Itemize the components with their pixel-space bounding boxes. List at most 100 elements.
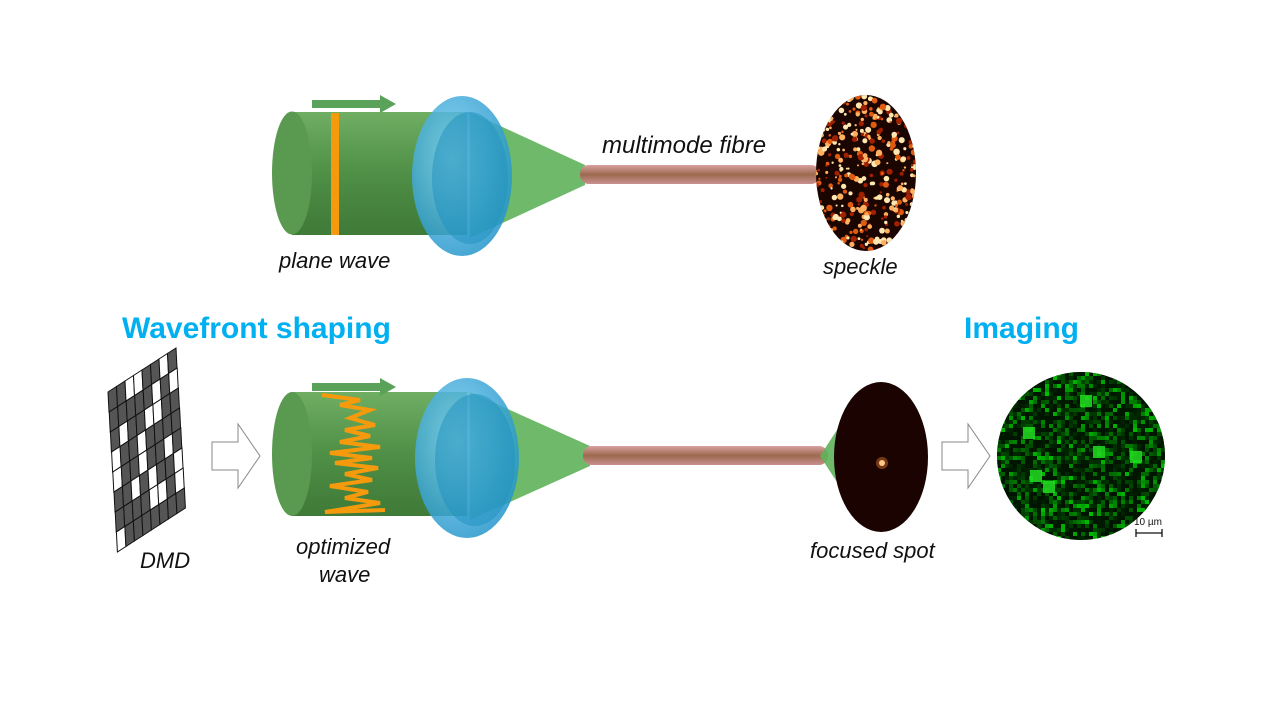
image-pixel xyxy=(1153,508,1157,512)
image-pixel xyxy=(1109,528,1113,532)
speckle-grain xyxy=(913,127,916,132)
speckle-grain xyxy=(882,205,886,210)
image-pixel xyxy=(1125,532,1129,536)
image-pixel xyxy=(1001,412,1005,416)
image-pixel xyxy=(1113,448,1117,452)
image-pixel xyxy=(1045,520,1049,524)
image-pixel xyxy=(1097,388,1101,392)
speckle-grain xyxy=(884,228,890,234)
image-pixel xyxy=(1061,488,1065,492)
image-pixel xyxy=(1157,496,1161,500)
image-pixel xyxy=(1089,424,1093,428)
image-pixel xyxy=(1069,424,1073,428)
image-pixel xyxy=(1037,460,1041,464)
image-pixel xyxy=(1037,508,1041,512)
image-pixel xyxy=(1121,404,1125,408)
image-pixel xyxy=(1157,468,1161,472)
image-pixel xyxy=(1073,380,1077,384)
image-pixel xyxy=(1045,428,1049,432)
image-pixel xyxy=(1057,516,1061,520)
image-pixel xyxy=(1069,492,1073,496)
image-pixel xyxy=(1049,380,1053,384)
image-pixel xyxy=(1073,456,1077,460)
image-pixel xyxy=(1117,528,1121,532)
image-pixel xyxy=(1053,388,1057,392)
image-pixel xyxy=(1013,476,1017,480)
image-pixel xyxy=(1161,448,1165,452)
image-pixel xyxy=(1149,496,1153,500)
image-pixel xyxy=(1037,424,1041,428)
image-pixel xyxy=(1129,500,1133,504)
image-pixel xyxy=(1105,440,1109,444)
image-pixel xyxy=(1005,476,1009,480)
image-pixel xyxy=(1009,508,1013,512)
image-pixel xyxy=(1013,384,1017,388)
image-pixel xyxy=(1017,516,1021,520)
image-pixel xyxy=(1117,376,1121,380)
image-pixel xyxy=(997,520,1001,524)
image-pixel xyxy=(1081,484,1085,488)
image-pixel xyxy=(1085,388,1089,392)
image-pixel xyxy=(1101,500,1105,504)
speckle-grain xyxy=(822,231,825,234)
image-pixel xyxy=(1133,432,1137,436)
speckle-grain xyxy=(816,124,818,127)
image-pixel xyxy=(1041,440,1045,444)
image-pixel xyxy=(1157,536,1161,540)
speckle-grain xyxy=(894,221,900,227)
image-pixel xyxy=(1045,412,1049,416)
image-pixel xyxy=(1073,436,1077,440)
image-pixel xyxy=(1089,440,1093,444)
speckle-grain xyxy=(902,169,905,172)
image-pixel xyxy=(1153,488,1157,492)
speckle-grain xyxy=(847,167,850,170)
image-pixel xyxy=(1145,468,1149,472)
image-pixel xyxy=(1053,376,1057,380)
image-pixel xyxy=(1153,416,1157,420)
image-pixel xyxy=(1161,476,1165,480)
image-pixel xyxy=(997,428,1001,432)
image-pixel xyxy=(1001,400,1005,404)
image-pixel xyxy=(1057,532,1061,536)
image-pixel xyxy=(1069,448,1073,452)
image-pixel xyxy=(1109,444,1113,448)
image-pixel xyxy=(1057,392,1061,396)
image-pixel xyxy=(1029,376,1033,380)
image-pixel xyxy=(1117,400,1121,404)
image-pixel xyxy=(1113,508,1117,512)
image-pixel xyxy=(1025,512,1029,516)
speckle-grain xyxy=(844,249,847,251)
image-pixel xyxy=(1033,416,1037,420)
image-pixel xyxy=(1149,484,1153,488)
speckle-grain xyxy=(863,197,868,202)
speckle-grain xyxy=(841,243,845,247)
speckle-grain xyxy=(878,155,881,159)
image-pixel xyxy=(1105,448,1109,452)
image-pixel xyxy=(1105,404,1109,408)
image-pixel xyxy=(997,408,1001,412)
speckle-grain xyxy=(832,238,837,243)
image-pixel xyxy=(1089,380,1093,384)
image-pixel xyxy=(1081,500,1085,504)
image-pixel xyxy=(1089,472,1093,476)
image-pixel xyxy=(1141,424,1145,428)
image-pixel xyxy=(1125,492,1129,496)
image-pixel xyxy=(1145,372,1149,376)
image-pixel xyxy=(1097,436,1101,440)
image-pixel xyxy=(1005,372,1009,376)
image-pixel xyxy=(1009,428,1013,432)
image-pixel xyxy=(1137,476,1141,480)
image-pixel xyxy=(1053,380,1057,384)
image-pixel xyxy=(1085,408,1089,412)
image-pixel xyxy=(1053,404,1057,408)
image-pixel xyxy=(1005,380,1009,384)
speckle-grain xyxy=(907,101,911,105)
image-pixel xyxy=(1117,508,1121,512)
image-pixel xyxy=(1081,460,1085,464)
image-pixel xyxy=(1069,404,1073,408)
image-pixel xyxy=(1017,380,1021,384)
image-pixel xyxy=(1141,536,1145,540)
image-pixel xyxy=(1061,500,1065,504)
image-pixel xyxy=(1029,380,1033,384)
focused-spot-pattern xyxy=(834,382,928,532)
